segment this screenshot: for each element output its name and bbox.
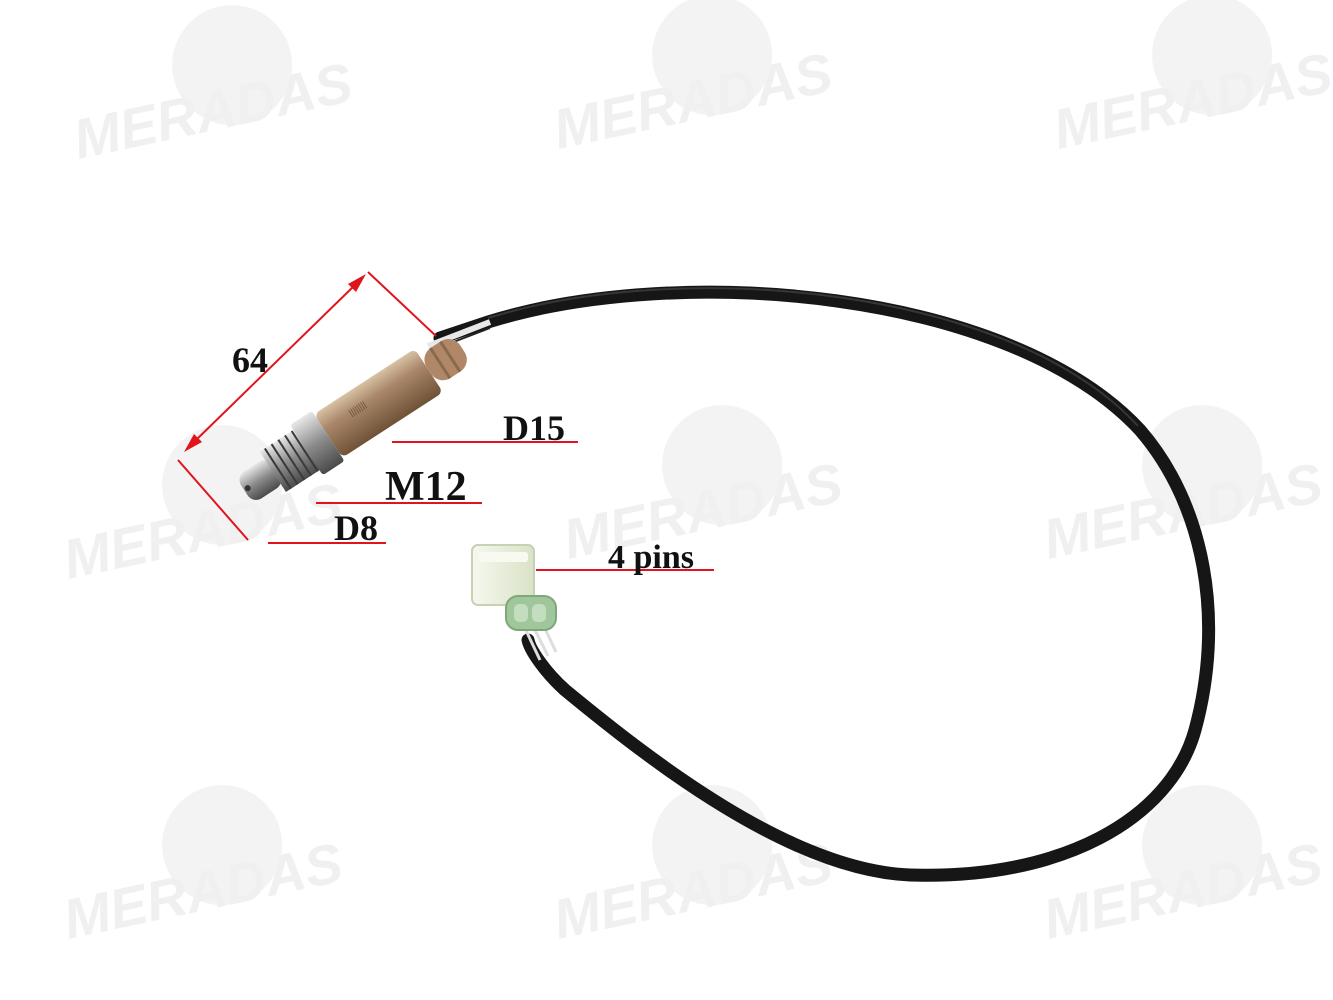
- connector-collar: [505, 595, 557, 631]
- watermark-logo: MERADAS: [68, 5, 358, 171]
- sensor-hex-nut: [291, 411, 344, 475]
- cable-loop: [433, 285, 1216, 882]
- watermark-logo: MERADAS: [548, 785, 838, 951]
- length-extension-bottom: [177, 459, 249, 541]
- dimension-labels: 64 D15 M12 D8 4 pins: [232, 340, 694, 576]
- sensor-cable: [426, 285, 1216, 882]
- watermark-logo: MERADAS: [1048, 0, 1333, 161]
- electrical-connector: [471, 544, 557, 631]
- oxygen-sensor: ||||||||: [239, 339, 467, 500]
- length-label: 64: [232, 340, 268, 380]
- watermark-logo: MERADAS: [558, 405, 848, 571]
- sensor-cap: [424, 339, 467, 381]
- exposed-wires: [426, 319, 492, 349]
- length-extension-top: [367, 271, 437, 337]
- tip-diameter-label: D8: [334, 508, 378, 548]
- thread-label: M12: [385, 464, 467, 510]
- watermark-logo: MERADAS: [58, 785, 348, 951]
- length-arrow-top: [348, 274, 366, 292]
- length-arrow-bottom: [184, 434, 202, 452]
- length-dimension-line: [193, 283, 357, 443]
- sensor-body: [316, 351, 441, 456]
- cable-highlight: [487, 287, 1139, 427]
- dimension-lines: [177, 271, 714, 571]
- outer-diameter-label: D15: [503, 408, 565, 448]
- watermark-logo: MERADAS: [548, 0, 838, 161]
- connector-pins-label: 4 pins: [608, 539, 694, 576]
